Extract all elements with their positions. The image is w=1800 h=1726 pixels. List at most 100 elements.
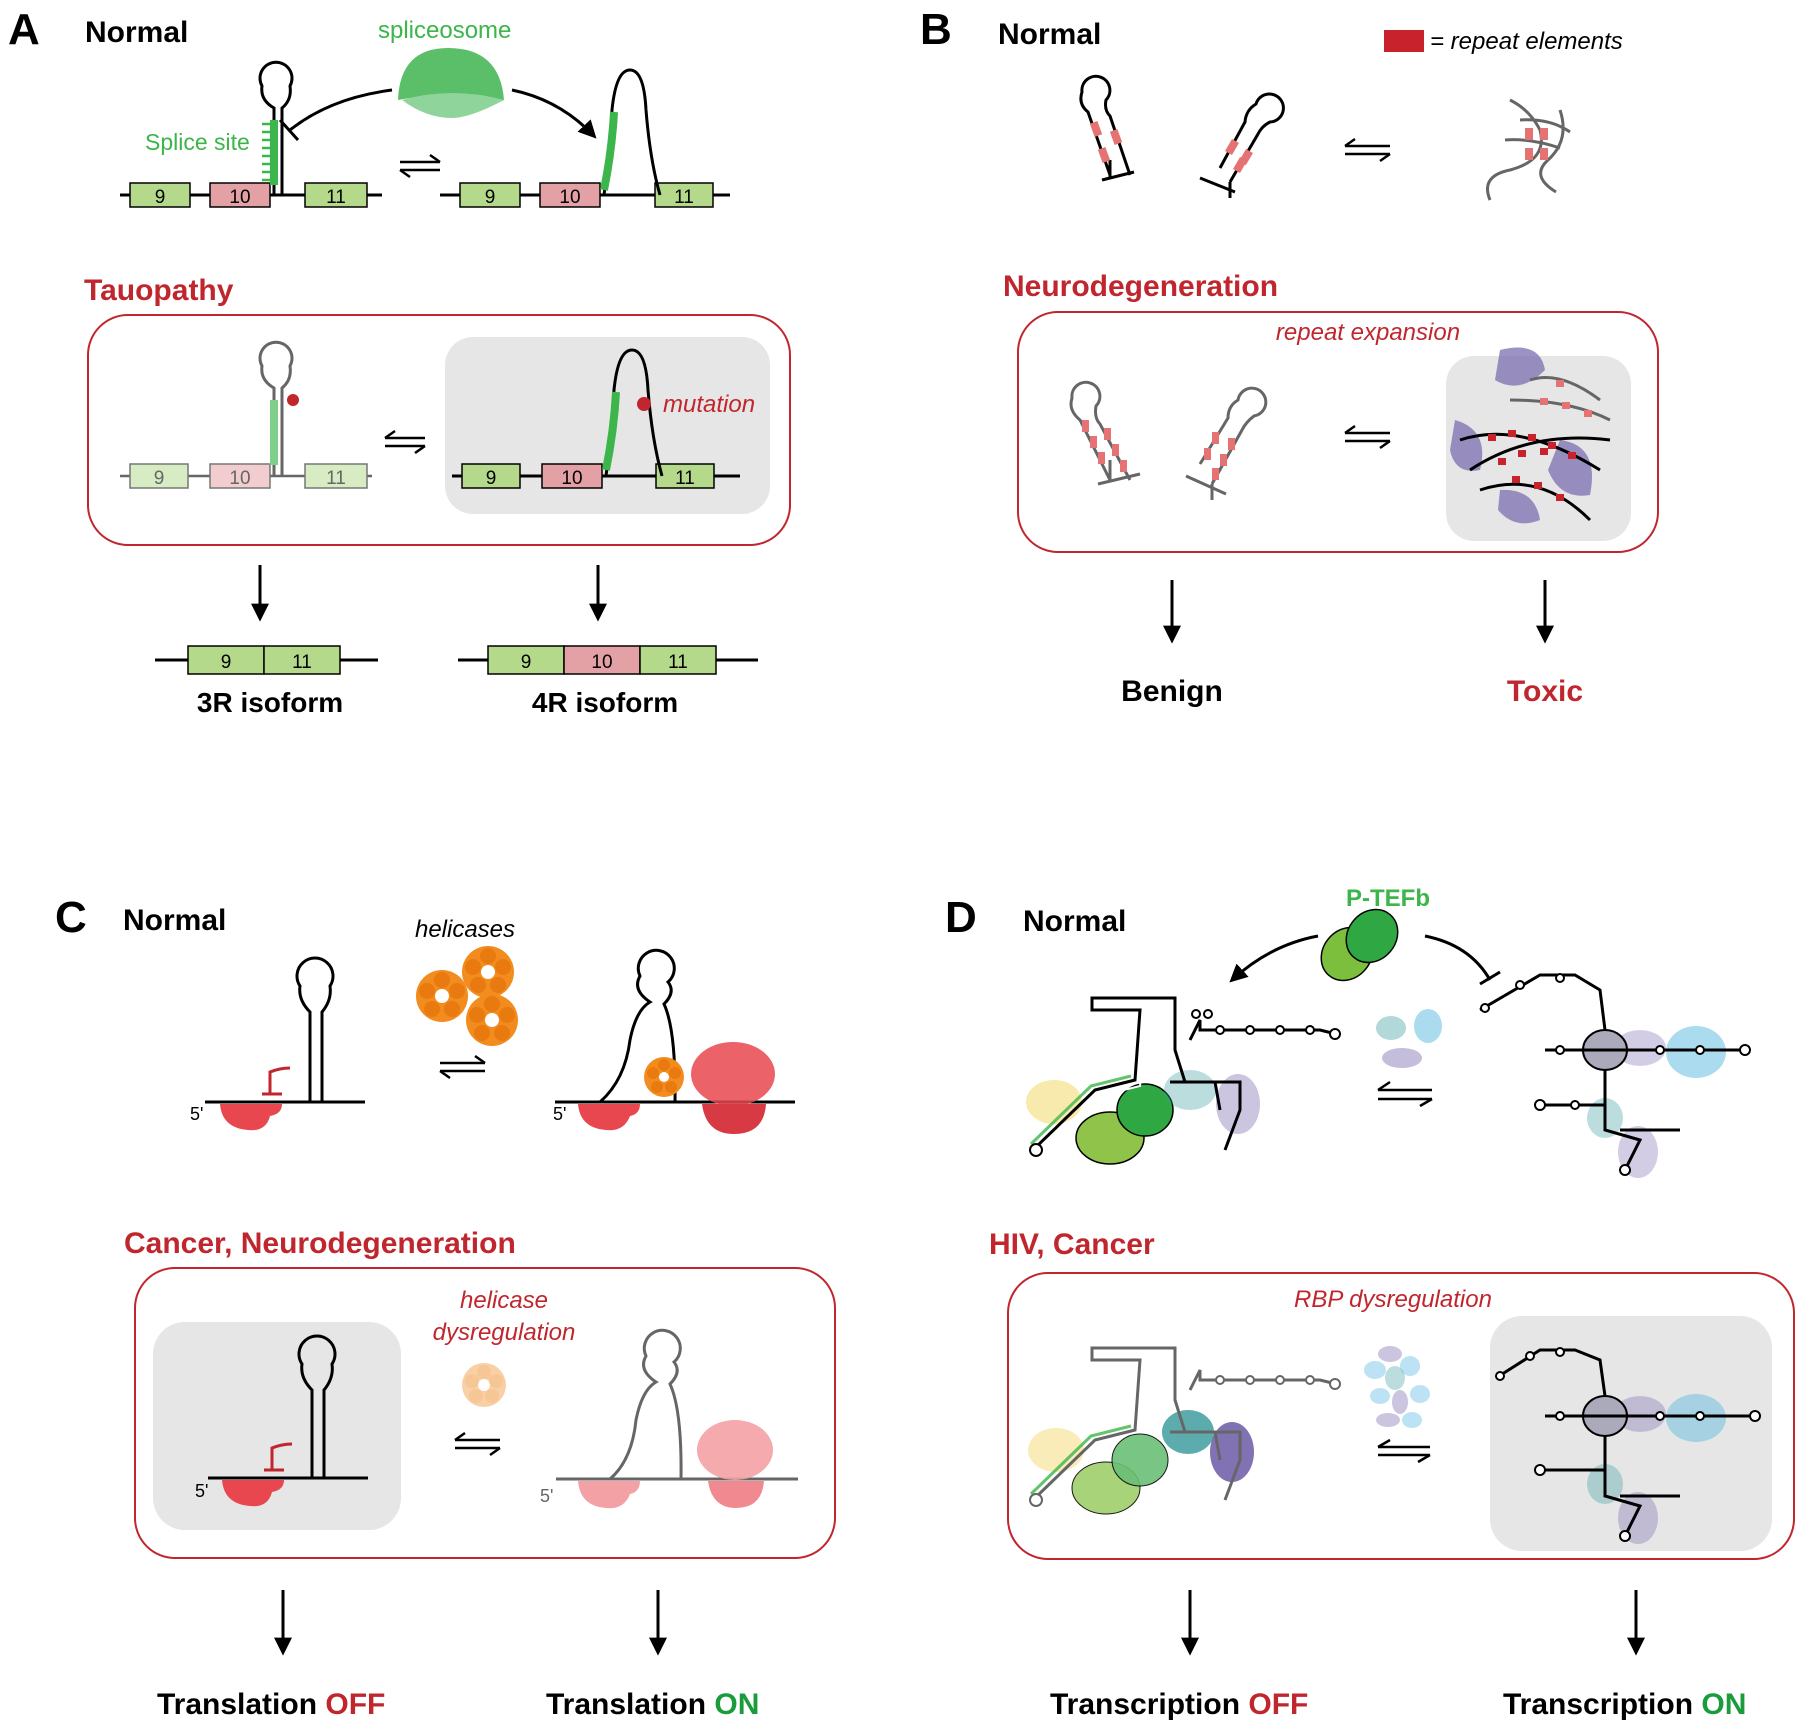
exon-9-box-right — [459, 182, 521, 208]
tau-splice-site-stem — [270, 400, 278, 465]
translation-off-state: OFF — [325, 1688, 385, 1721]
cancer-neuro-box — [134, 1267, 836, 1559]
expanded-hairpin-1 — [1069, 380, 1141, 486]
ribosome-large-c-right — [691, 1042, 775, 1106]
panel-d-normal-label: Normal — [1023, 905, 1126, 938]
rbp-cloud-icon — [1364, 1346, 1430, 1428]
hairpin-left — [258, 60, 294, 195]
spliceosome-lower-icon — [402, 93, 504, 118]
repeat-legend-swatch — [1384, 30, 1424, 52]
hiv-cancer-label: HIV, Cancer — [989, 1228, 1155, 1261]
helicase-dysregulation-label-1: helicase — [460, 1287, 548, 1314]
rbp-blue-free — [1414, 1009, 1442, 1043]
tau-exon-9-label-right: 9 — [486, 468, 497, 489]
ribosome-c-left — [220, 1104, 282, 1131]
ptefb-cdk9-icon — [1345, 908, 1399, 964]
panel-b-normal-label: Normal — [998, 18, 1101, 51]
spliceosome-inhibit-arc — [289, 88, 393, 132]
tau-exon-9-right — [461, 463, 521, 489]
helicase-dysregulation-label-2: dysregulation — [433, 1319, 576, 1346]
repeat-expansion-label: repeat expansion — [1276, 319, 1460, 346]
neurodegeneration-label: Neurodegeneration — [1003, 270, 1278, 303]
exon-10-box — [209, 182, 271, 208]
isoform-4r-label: 4R isoform — [532, 687, 678, 718]
tau-hairpin-left — [258, 340, 294, 476]
panel-b: B Normal = repeat elements — [920, 5, 1659, 708]
tau-exon-10-right — [541, 463, 603, 489]
five-prime-c-right: 5' — [553, 1104, 566, 1124]
equilibrium-arrows-hiv — [1377, 1438, 1431, 1464]
block-mark-c-left — [268, 1066, 291, 1094]
panel-a-letter: A — [8, 5, 40, 54]
ribosome-base-cd-right — [708, 1481, 764, 1508]
tau-exon-9-left — [129, 463, 189, 489]
panel-c-normal-label: Normal — [123, 904, 226, 937]
rna-7sk-disease-left — [1028, 1346, 1341, 1515]
mutation-label: mutation — [663, 391, 755, 418]
ptefb-label: P-TEFb — [1346, 885, 1430, 912]
expanded-hairpin-2 — [1185, 386, 1268, 500]
isoform-4r-exon-9-label: 9 — [521, 652, 532, 673]
splice-site-label: Splice site — [145, 129, 250, 155]
toxic-aggregate — [1450, 347, 1611, 524]
normal-hairpin-2 — [1199, 92, 1285, 198]
exon-10-label: 10 — [229, 187, 250, 208]
splice-site-stem — [270, 120, 278, 185]
isoform-4r-exon-9 — [487, 645, 565, 675]
ptefb-activate-arrow — [1229, 934, 1319, 983]
tau-exon-9-label-left: 9 — [154, 468, 165, 489]
repeat-legend-label: = repeat elements — [1430, 28, 1623, 55]
exon-9-label-right: 9 — [485, 187, 496, 208]
panel-b-letter: B — [920, 5, 952, 54]
splice-site-ticks — [262, 122, 270, 182]
ribosome-large-cd-right — [697, 1420, 773, 1480]
panel-d: D Normal P-TEFb — [945, 885, 1795, 1721]
tau-exon-10-left — [209, 463, 271, 489]
rbp-purple-free — [1382, 1048, 1422, 1068]
rna-7sk-disease-right — [1495, 1347, 1761, 1544]
normal-hairpin-1 — [1079, 74, 1135, 182]
spliceosome-activate-arrow — [511, 88, 597, 139]
isoform-4r-exon-11 — [639, 645, 717, 675]
isoform-3r-label: 3R isoform — [197, 687, 343, 718]
exon-9-box — [129, 182, 191, 208]
equilibrium-arrows-cd — [454, 1431, 501, 1457]
mutation-dot-left — [287, 394, 299, 406]
isoform-4r-exon-10 — [563, 645, 641, 675]
equilibrium-arrows-tau — [384, 429, 426, 455]
isoform-4r-exon-10-label: 10 — [591, 652, 612, 673]
translation-on-state: ON — [714, 1688, 759, 1721]
benign-label: Benign — [1121, 675, 1223, 708]
panel-a-normal-label: Normal — [85, 16, 188, 49]
open-hairpin-c-right — [599, 948, 677, 1104]
exon-11-box-right — [654, 182, 714, 208]
equilibrium-arrows-a — [399, 153, 441, 179]
open-hairpin-cd-right — [609, 1328, 683, 1481]
ribosome-small-c-right — [578, 1104, 640, 1131]
helicase-faded-icon — [462, 1363, 506, 1407]
hiv-cancer-box — [1007, 1272, 1795, 1560]
helicase-bound-icon — [644, 1057, 684, 1097]
equilibrium-arrows-d — [1377, 1080, 1433, 1108]
helicase-cluster-icon — [416, 946, 518, 1046]
isoform-3r-exon-11-label: 11 — [292, 652, 312, 673]
transcription-on-label: Transcription ON — [1503, 1688, 1746, 1721]
equilibrium-arrows-c — [439, 1054, 486, 1080]
panel-d-letter: D — [945, 893, 977, 942]
tangled-rna-repeats — [1525, 128, 1548, 160]
five-prime-cd-left: 5' — [195, 1481, 208, 1501]
exon-11-label-right: 11 — [674, 187, 694, 208]
ribosome-cd-left — [222, 1480, 284, 1507]
ribosome-small-cd-right — [578, 1481, 640, 1509]
translation-off-label: Translation OFF — [157, 1688, 385, 1721]
transcription-on-word: Transcription — [1503, 1688, 1693, 1721]
transcription-off-label: Transcription OFF — [1050, 1688, 1308, 1721]
equilibrium-arrows-b — [1344, 137, 1391, 163]
ribosome-base-c-right — [702, 1104, 766, 1134]
rbp-teal-free — [1376, 1016, 1406, 1040]
rna-7sk-left — [1026, 996, 1341, 1165]
isoform-4r-exon-11-label: 11 — [668, 652, 688, 673]
isoform-3r-exon-9-label: 9 — [221, 652, 232, 673]
panel-a: A Normal spliceosome Splice site 9 10 11 — [8, 5, 791, 718]
transcription-off-state: OFF — [1248, 1688, 1308, 1721]
